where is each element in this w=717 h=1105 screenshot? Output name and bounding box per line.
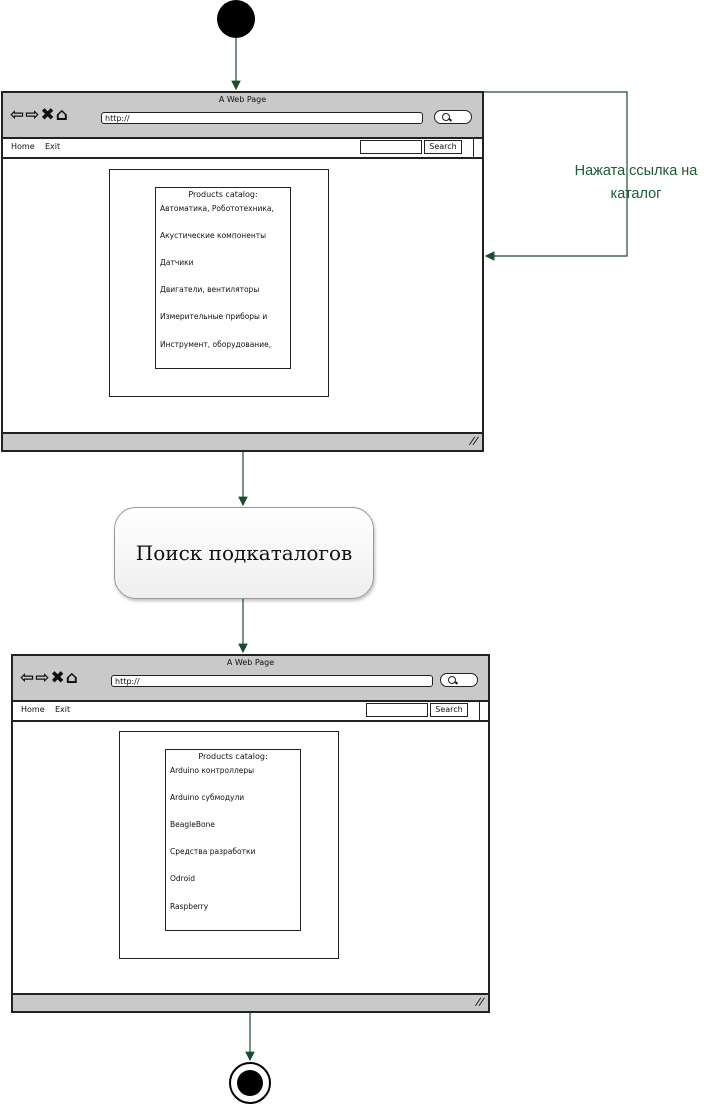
search-icon [442,113,450,121]
back-arrow-icon[interactable]: ⇦ [10,105,26,125]
action-node: Поиск подкаталогов [114,507,374,599]
browser-window-bottom: A Web Page ⇦⇨✖⌂ http:// Home Exit Search… [11,654,490,1013]
resize-grip-icon[interactable]: // [473,997,486,1008]
content-frame: Products catalog: Автоматика, Робототехн… [109,169,329,397]
home-icon[interactable]: ⌂ [65,668,79,688]
catalog-item[interactable]: Автоматика, Робототехника, [160,204,274,213]
catalog-item[interactable]: Датчики [160,258,194,267]
menu-home-link[interactable]: Home [11,142,35,151]
menu-bar: Home Exit Search [3,139,482,159]
menu-exit-link[interactable]: Exit [45,142,61,151]
catalog-list: Products catalog: Автоматика, Робототехн… [155,187,291,369]
catalog-title: Products catalog: [188,190,258,199]
final-node [229,1062,271,1104]
menu-home-link[interactable]: Home [21,705,45,714]
search-input[interactable] [360,140,422,154]
initial-node [217,0,255,38]
menu-bar: Home Exit Search [13,702,488,722]
search-icon [448,676,456,684]
search-pill[interactable] [440,673,478,687]
url-input[interactable]: http:// [111,675,433,687]
search-input[interactable] [366,703,428,717]
url-input[interactable]: http:// [101,112,423,124]
catalog-item[interactable]: Arduino субмодули [170,793,245,802]
catalog-item[interactable]: Измерительные приборы и [160,312,268,321]
status-bar: // [13,993,488,1011]
close-icon[interactable]: ✖ [40,105,56,125]
catalog-item[interactable]: Средства разработки [170,847,256,856]
status-bar: // [3,432,482,450]
browser-window-top: A Web Page ⇦⇨✖⌂ http:// Home Exit Search… [1,91,484,452]
forward-arrow-icon[interactable]: ⇨ [35,668,51,688]
menu-divider [479,702,480,720]
catalog-item[interactable]: Двигатели, вентиляторы [160,285,260,294]
search-button[interactable]: Search [430,703,468,717]
catalog-item[interactable]: Инструмент, оборудование, [160,340,272,349]
resize-grip-icon[interactable]: // [467,436,480,447]
window-title: A Web Page [218,95,267,104]
forward-arrow-icon[interactable]: ⇨ [25,105,41,125]
guard-label: Нажата ссылка на каталог [574,163,698,202]
catalog-item[interactable]: Arduino контроллеры [170,766,255,775]
catalog-item[interactable]: Акустические компоненты [160,231,267,240]
catalog-list: Products catalog: Arduino контроллеры Ar… [165,749,301,931]
catalog-item[interactable]: Odroid [170,874,196,883]
menu-divider [473,139,474,157]
nav-icons: ⇦⇨✖⌂ [10,107,69,124]
content-frame: Products catalog: Arduino контроллеры Ar… [119,731,339,959]
window-title: A Web Page [226,658,275,667]
catalog-item[interactable]: Raspberry [170,902,209,911]
browser-titlebar: A Web Page ⇦⇨✖⌂ http:// [13,656,488,702]
catalog-title: Products catalog: [198,752,268,761]
menu-exit-link[interactable]: Exit [55,705,71,714]
catalog-item[interactable]: BeagleBone [170,820,215,829]
home-icon[interactable]: ⌂ [55,105,69,125]
final-node-dot [237,1070,263,1096]
browser-titlebar: A Web Page ⇦⇨✖⌂ http:// [3,93,482,139]
back-arrow-icon[interactable]: ⇦ [20,668,36,688]
nav-icons: ⇦⇨✖⌂ [20,670,79,687]
search-button[interactable]: Search [424,140,462,154]
search-pill[interactable] [434,110,472,124]
close-icon[interactable]: ✖ [50,668,66,688]
